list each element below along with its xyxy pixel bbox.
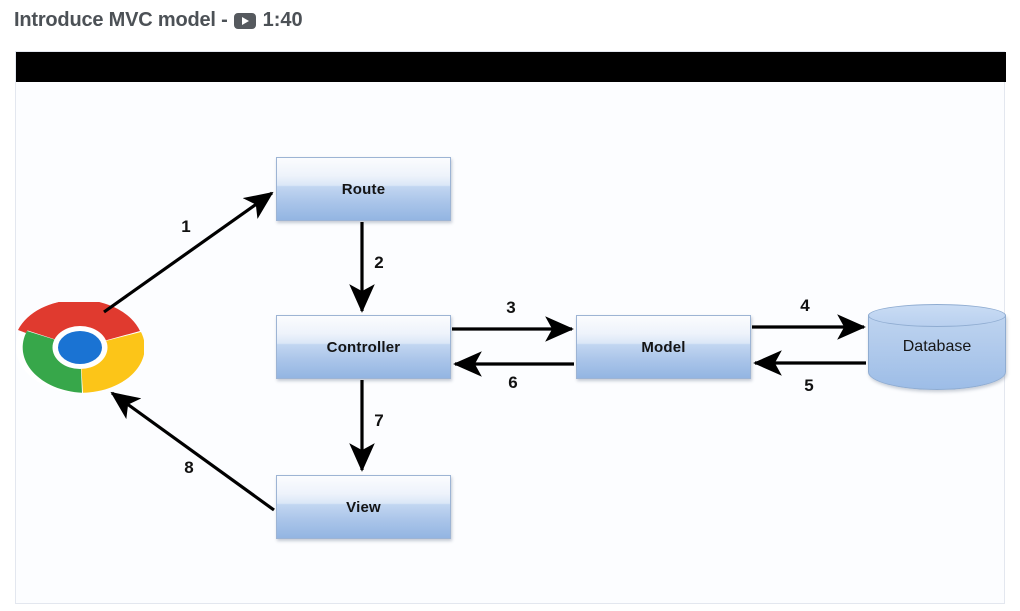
arrow-label-4: 4 xyxy=(800,296,810,315)
play-icon xyxy=(233,13,256,29)
cylinder-top-ellipse xyxy=(868,304,1006,327)
diagram-node-controller: Controller xyxy=(276,315,451,379)
arrow-label-1: 1 xyxy=(181,217,191,236)
node-label-database: Database xyxy=(902,338,972,355)
arrow-label-6: 6 xyxy=(508,373,518,392)
arrow-label-7: 7 xyxy=(374,411,384,430)
arrow-label-5: 5 xyxy=(804,376,814,395)
arrow-label-3: 3 xyxy=(506,298,516,317)
page-title: Introduce MVC model - 1:40 xyxy=(14,2,303,38)
diagram-node-database: Database xyxy=(868,304,1006,390)
node-label-route: Route xyxy=(341,180,386,198)
video-duration: 1:40 xyxy=(262,8,303,31)
letterbox-bar xyxy=(16,52,1006,82)
page-title-text: Introduce MVC model - xyxy=(14,8,228,31)
video-frame[interactable] xyxy=(15,51,1006,604)
chrome-browser-icon xyxy=(16,299,145,393)
node-label-model: Model xyxy=(641,338,686,356)
arrow-label-2: 2 xyxy=(374,253,384,272)
diagram-node-view: View xyxy=(276,475,451,539)
diagram-node-route: Route xyxy=(276,157,451,221)
node-label-controller: Controller xyxy=(326,338,401,356)
cylinder-body xyxy=(868,315,1006,390)
node-label-view: View xyxy=(346,498,381,516)
diagram-node-model: Model xyxy=(576,315,751,379)
arrow-label-8: 8 xyxy=(184,458,194,477)
